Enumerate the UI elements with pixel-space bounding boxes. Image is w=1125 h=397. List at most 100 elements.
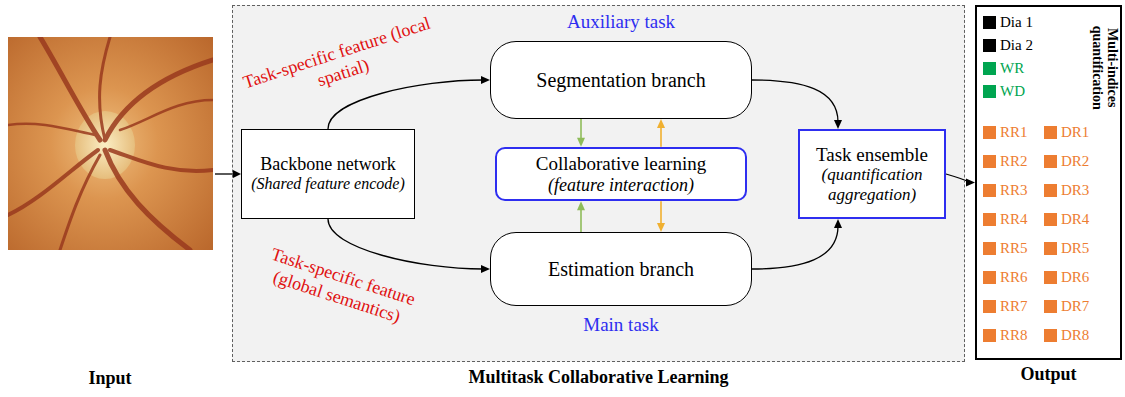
legend-text: DR2 <box>1061 153 1089 170</box>
legend-text: DR8 <box>1061 327 1089 344</box>
collaboration-box: Collaborative learning(feature interacti… <box>495 147 747 202</box>
node-subtitle: (quantification aggregation) <box>808 165 936 204</box>
legend-text: Dia 2 <box>1000 37 1033 54</box>
legend-swatch <box>983 329 996 342</box>
connector <box>752 219 842 269</box>
legend-text: DR3 <box>1061 182 1089 199</box>
arrow-head <box>966 179 975 187</box>
legend-swatch <box>1044 242 1057 255</box>
node-title: Backbone network <box>260 154 395 175</box>
legend-swatch <box>983 184 996 197</box>
legend-text: RR6 <box>1000 269 1028 286</box>
legend-swatch <box>983 39 996 52</box>
legend-swatch <box>1044 155 1057 168</box>
legend-text: RR7 <box>1000 298 1028 315</box>
vessel <box>8 124 95 135</box>
legend-text: DR4 <box>1061 211 1089 228</box>
connector <box>657 119 665 147</box>
task-tag: Main task <box>583 314 658 336</box>
legend-text: DR7 <box>1061 298 1089 315</box>
connector-line <box>328 219 483 269</box>
arrow-head <box>834 219 842 228</box>
vessels <box>8 37 213 250</box>
connector <box>946 174 975 187</box>
legend-text: DR6 <box>1061 269 1089 286</box>
node-subtitle: (Shared feature encode) <box>251 175 404 193</box>
arrow-head <box>481 76 490 84</box>
legend-text: Dia 1 <box>1000 14 1033 31</box>
legend-text: DR5 <box>1061 240 1089 257</box>
legend-text: WR <box>1000 60 1024 77</box>
process-box: Backbone network(Shared feature encode) <box>241 129 415 219</box>
legend-swatch <box>1044 213 1057 226</box>
legend-swatch <box>983 155 996 168</box>
node-subtitle: (feature interaction) <box>548 175 694 196</box>
connector <box>577 201 585 232</box>
connector-line <box>580 119 582 141</box>
legend-swatch <box>1044 184 1057 197</box>
vessel <box>105 60 213 140</box>
connector-line <box>752 80 838 122</box>
legend-text: RR8 <box>1000 327 1028 344</box>
node-title: Task ensemble <box>816 144 928 166</box>
fundus-details <box>8 37 213 250</box>
vessel <box>110 150 213 171</box>
legend-swatch <box>1044 126 1057 139</box>
legend-swatch <box>983 16 996 29</box>
panel-heading: Input <box>88 368 131 389</box>
connector-line <box>328 80 483 129</box>
legend-text: DR1 <box>1061 124 1089 141</box>
vessel <box>105 150 190 250</box>
caption-heading: Output <box>977 364 1120 385</box>
legend-text: RR1 <box>1000 124 1028 141</box>
task-tag: Auxiliary task <box>567 11 675 33</box>
connector-line <box>946 174 969 183</box>
caption-heading: Multitask Collaborative Learning <box>233 367 964 388</box>
legend-swatch <box>1044 271 1057 284</box>
legend-swatch <box>983 271 996 284</box>
arrow-head <box>834 120 842 129</box>
arrow-head <box>481 265 490 273</box>
connector-line <box>660 201 662 226</box>
arrow-head <box>657 119 665 128</box>
optic-disc <box>75 111 135 179</box>
vessel <box>60 155 100 250</box>
connector <box>657 201 665 232</box>
vessel <box>100 37 110 140</box>
arrow-head <box>577 138 585 147</box>
connector <box>328 76 490 129</box>
legend-text: RR3 <box>1000 182 1028 199</box>
legend-swatch <box>983 62 996 75</box>
connector <box>752 80 842 129</box>
legend-swatch <box>983 85 996 98</box>
legend-swatch <box>983 126 996 139</box>
connector-line <box>752 226 838 269</box>
connector-line <box>660 125 662 147</box>
legend-text: WD <box>1000 83 1025 100</box>
node-title: Estimation branch <box>548 258 694 281</box>
node-title: Segmentation branch <box>536 69 705 92</box>
branch-box: Segmentation branch <box>490 41 752 119</box>
ensemble-box: Task ensemble(quantification aggregation… <box>798 129 946 219</box>
arrow-head <box>233 170 241 178</box>
legend-swatch <box>1044 329 1057 342</box>
fundus-photo <box>8 37 213 250</box>
branch-box: Estimation branch <box>490 232 752 306</box>
connector <box>328 219 490 273</box>
connector-line <box>580 207 582 232</box>
legend-text: RR5 <box>1000 240 1028 257</box>
vertical-label: Multi-indices quantification <box>1089 13 1118 121</box>
arrow-head <box>577 201 585 210</box>
legend-text: RR2 <box>1000 153 1028 170</box>
connector <box>577 119 585 147</box>
legend-swatch <box>983 242 996 255</box>
legend-swatch <box>983 300 996 313</box>
vessel <box>120 100 213 130</box>
region-ground <box>232 5 965 362</box>
legend-text: RR4 <box>1000 211 1028 228</box>
legend-swatch <box>983 213 996 226</box>
arrow-head <box>657 223 665 232</box>
node-title: Collaborative learning <box>536 153 706 175</box>
legend-swatch <box>1044 300 1057 313</box>
